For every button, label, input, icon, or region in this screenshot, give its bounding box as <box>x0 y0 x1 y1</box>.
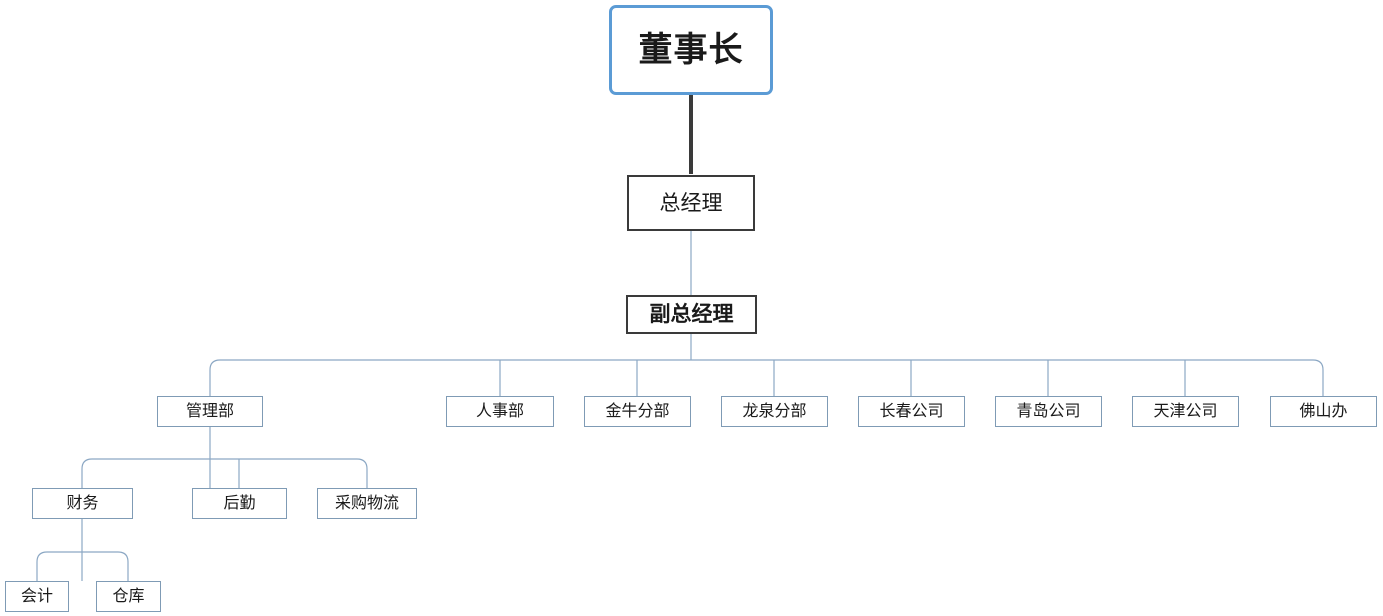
node-leaf-kuaiji-label: 会计 <box>20 587 53 605</box>
node-sub-houqin-label: 后勤 <box>223 494 256 512</box>
node-department-tianjingongsi[interactable]: 天津公司 <box>1132 396 1239 427</box>
node-chairman-label: 董事长 <box>638 31 744 69</box>
node-sub-caigouwuliu[interactable]: 采购物流 <box>317 488 417 519</box>
connector-department-bus <box>209 359 1324 396</box>
node-chairman[interactable]: 董事长 <box>609 5 773 95</box>
node-department-guanlibu[interactable]: 管理部 <box>157 396 263 427</box>
node-department-tianjingongsi-label: 天津公司 <box>1153 402 1218 420</box>
node-department-foshanban[interactable]: 佛山办 <box>1270 396 1377 427</box>
node-department-longquanfenbu-label: 龙泉分部 <box>742 402 807 420</box>
node-general-manager[interactable]: 总经理 <box>627 175 755 231</box>
node-department-renshibu[interactable]: 人事部 <box>446 396 554 427</box>
node-department-changchungongsi[interactable]: 长春公司 <box>858 396 965 427</box>
node-sub-caiwu[interactable]: 财务 <box>32 488 133 519</box>
connector-finance-bus <box>36 551 129 581</box>
node-department-jinniufenbu[interactable]: 金牛分部 <box>584 396 691 427</box>
connector-management-bus <box>81 458 368 488</box>
node-department-renshibu-label: 人事部 <box>475 402 524 420</box>
node-sub-caigouwuliu-label: 采购物流 <box>334 494 399 512</box>
node-leaf-cangku-label: 仓库 <box>112 587 145 605</box>
node-leaf-kuaiji[interactable]: 会计 <box>5 581 69 612</box>
node-department-qingdaogongsi[interactable]: 青岛公司 <box>995 396 1102 427</box>
node-department-jinniufenbu-label: 金牛分部 <box>605 402 670 420</box>
node-department-foshanban-label: 佛山办 <box>1299 402 1348 420</box>
node-sub-caiwu-label: 财务 <box>66 494 99 512</box>
node-general-manager-label: 总经理 <box>659 191 723 215</box>
node-sub-houqin[interactable]: 后勤 <box>192 488 287 519</box>
node-department-changchungongsi-label: 长春公司 <box>879 402 944 420</box>
node-department-longquanfenbu[interactable]: 龙泉分部 <box>721 396 828 427</box>
node-department-qingdaogongsi-label: 青岛公司 <box>1016 402 1081 420</box>
node-deputy-general-manager[interactable]: 副总经理 <box>626 295 757 334</box>
node-deputy-general-manager-label: 副总经理 <box>649 303 734 326</box>
node-department-guanlibu-label: 管理部 <box>185 402 234 420</box>
node-leaf-cangku[interactable]: 仓库 <box>96 581 161 612</box>
